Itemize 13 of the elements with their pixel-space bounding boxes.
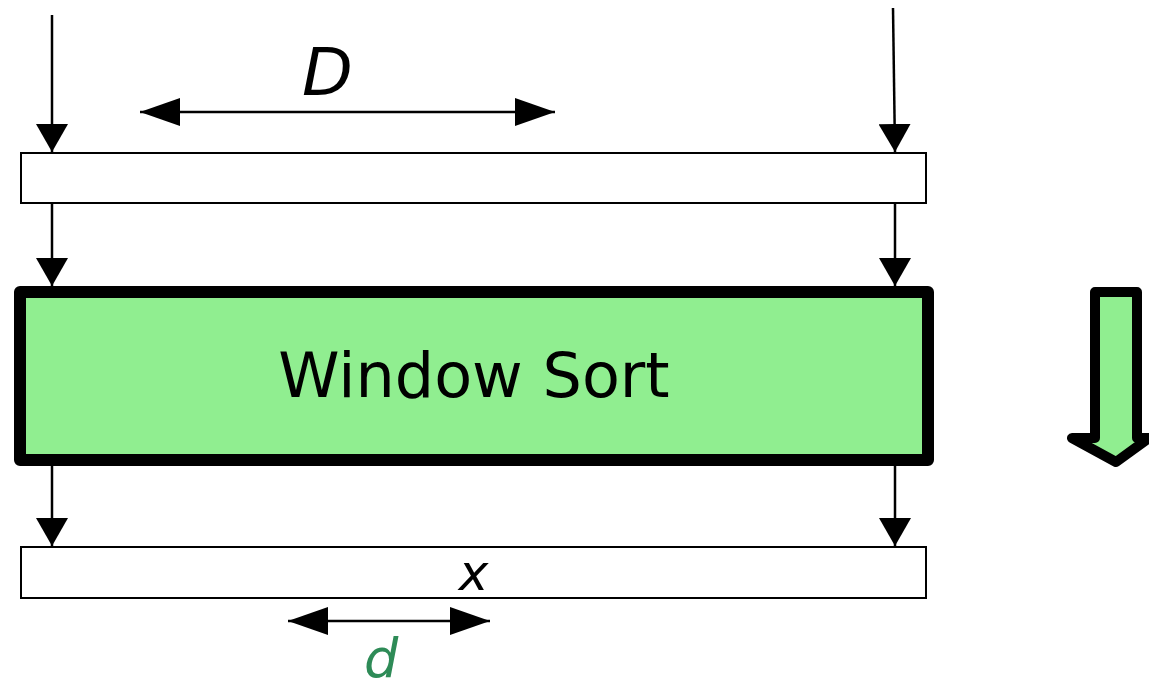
arrow (881, 466, 909, 546)
arrow (38, 466, 66, 546)
arrow (881, 204, 909, 286)
arrow (38, 15, 66, 152)
arrow (38, 204, 66, 286)
dimension-label: D (302, 40, 353, 106)
empty-bar (20, 152, 927, 204)
variable-label: x (458, 547, 489, 598)
arrow (880, 8, 909, 152)
process-box (14, 286, 934, 466)
dimension-label: d (364, 632, 399, 685)
output-bar (20, 546, 927, 599)
process-label: Window Sort (278, 345, 670, 407)
